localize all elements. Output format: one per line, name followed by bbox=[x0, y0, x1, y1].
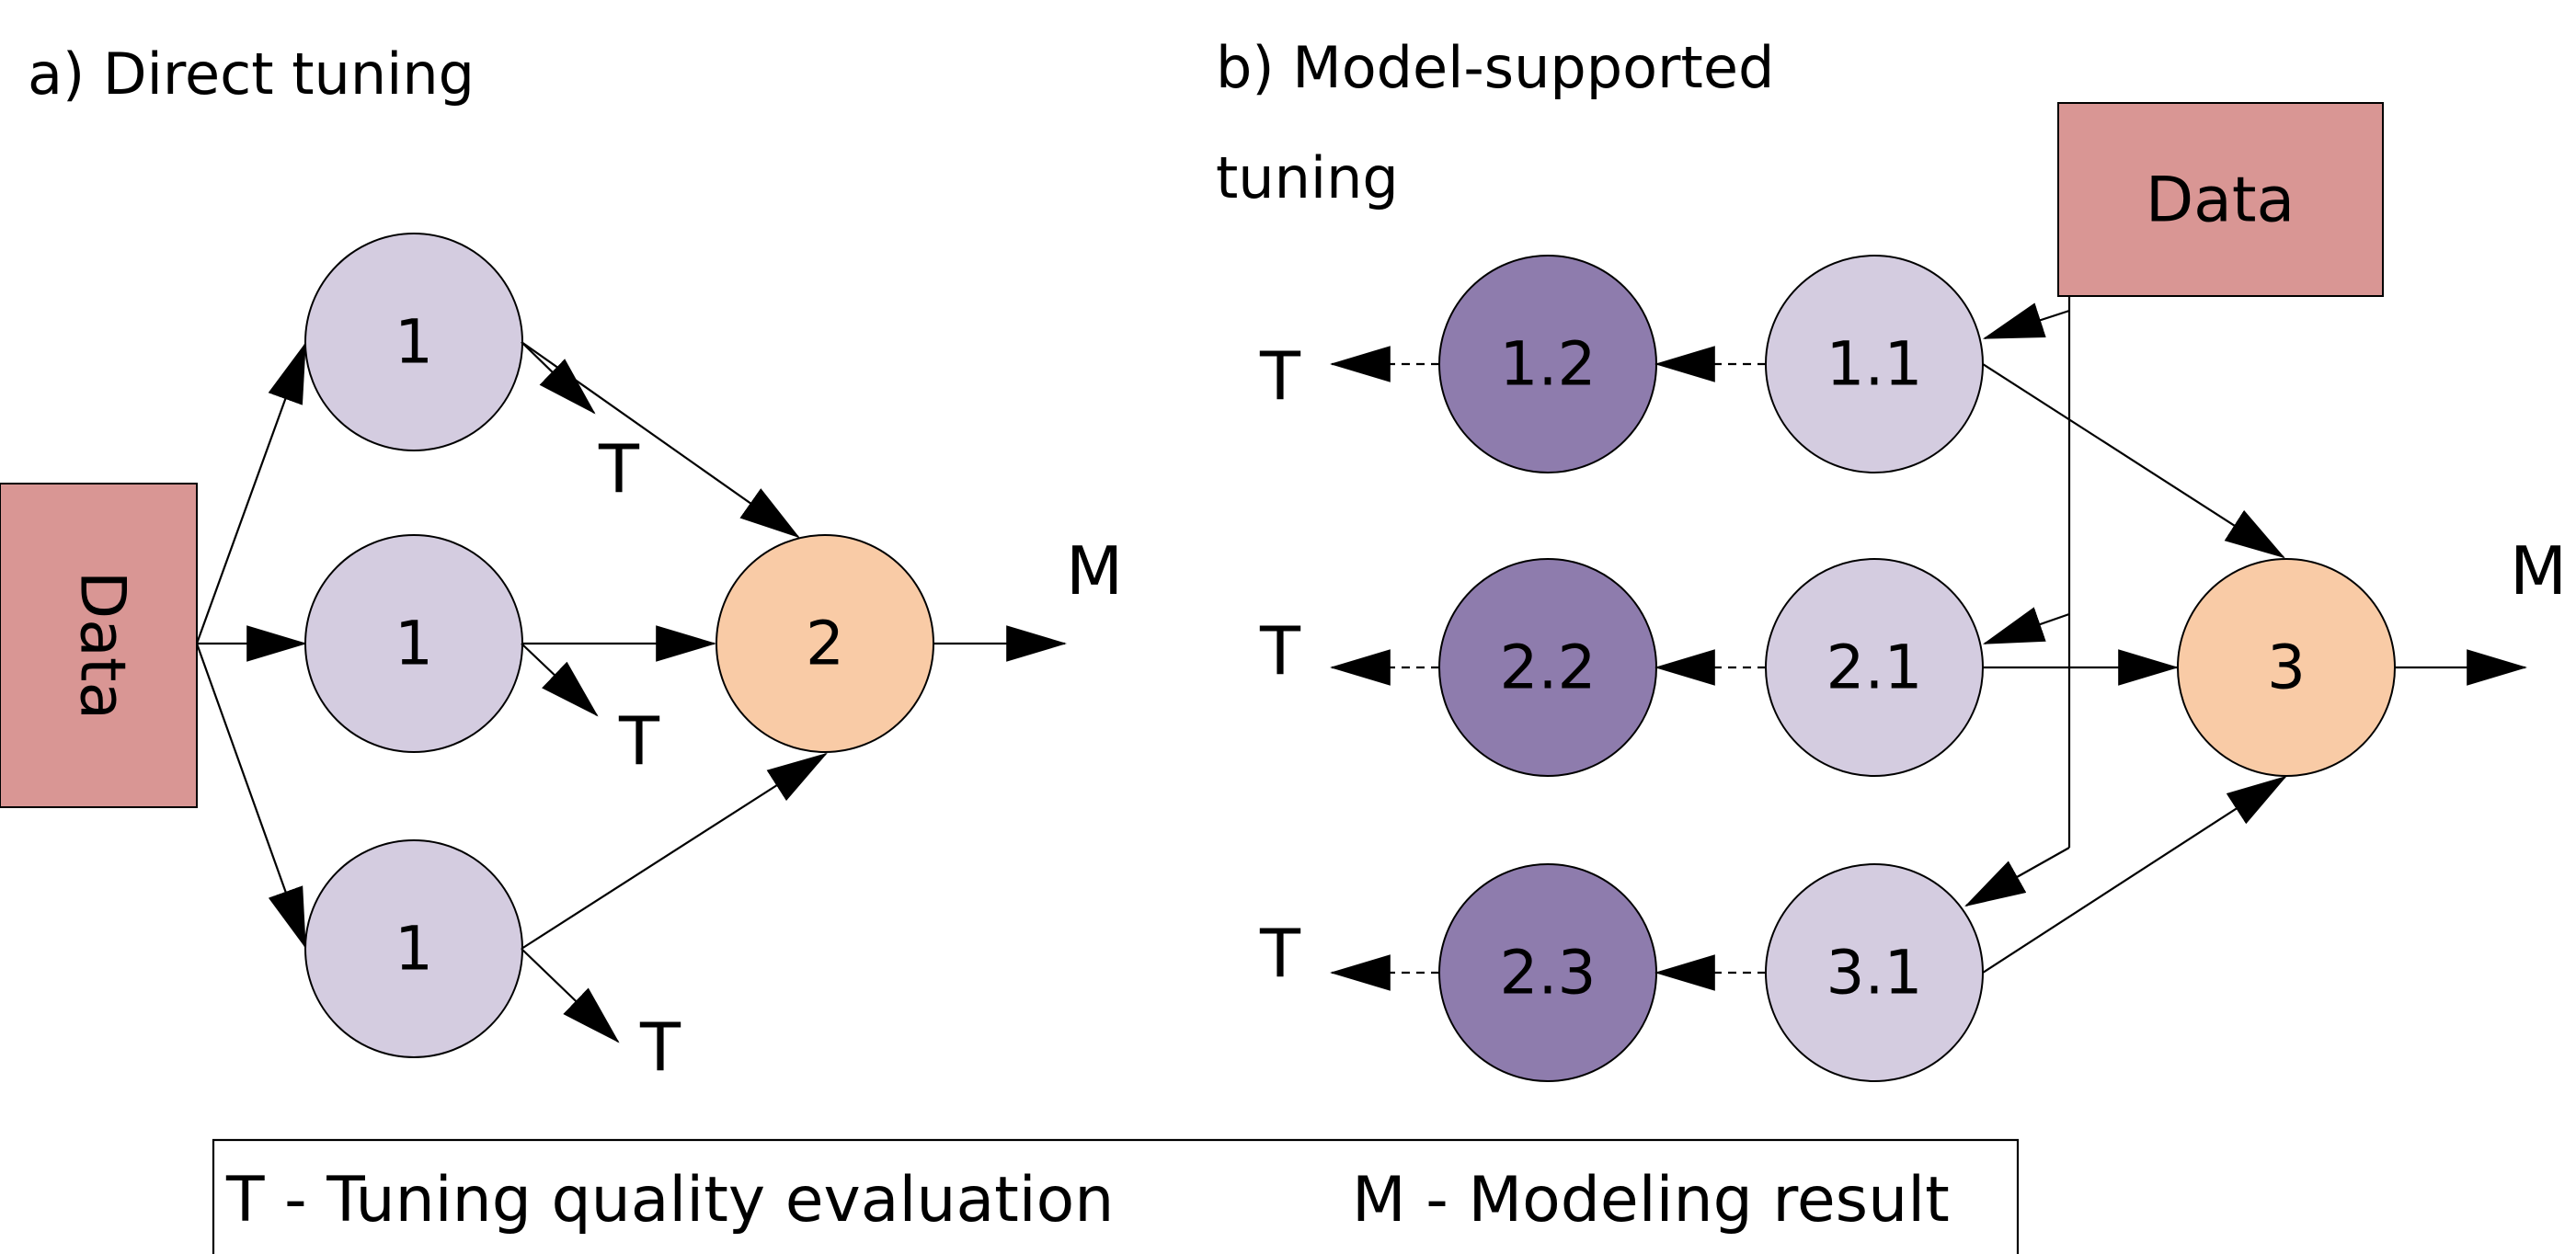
edge-data-to-node-11 bbox=[1982, 302, 2070, 340]
edge-node-31-to-3 bbox=[1982, 775, 2287, 974]
node-a-1-bot-label: 1 bbox=[395, 914, 433, 985]
node-b-2-3-label: 2.3 bbox=[1500, 938, 1597, 1009]
node-a-2-label: 2 bbox=[806, 609, 844, 679]
node-a-1-mid-label: 1 bbox=[395, 609, 433, 679]
m-label-a: M bbox=[1066, 532, 1123, 610]
t-label-b-2: T bbox=[1259, 612, 1301, 690]
panel-b-title-line2: tuning bbox=[1216, 144, 1399, 211]
node-b-1-2-label: 1.2 bbox=[1500, 329, 1597, 400]
legend-t-text: T - Tuning quality evaluation bbox=[225, 1164, 1114, 1237]
edge-node-11-to-3 bbox=[1982, 363, 2285, 559]
data-box-b-label: Data bbox=[2146, 165, 2295, 237]
t-label-a-mid: T bbox=[618, 702, 660, 780]
t-label-b-1: T bbox=[1259, 337, 1301, 415]
t-label-a-bot: T bbox=[639, 1009, 681, 1086]
edge-node-top-to-2 bbox=[521, 341, 800, 539]
edge-node-mid-to-t bbox=[521, 643, 599, 717]
node-b-1-1-label: 1.1 bbox=[1826, 329, 1923, 400]
data-box-label: Data bbox=[65, 571, 138, 720]
edge-data-to-node-bot bbox=[195, 643, 307, 950]
legend: T - Tuning quality evaluation M - Modeli… bbox=[212, 1138, 2020, 1254]
panel-a: Data 1 1 1 2 T T T M bbox=[0, 233, 1123, 1086]
legend-box bbox=[212, 1138, 2020, 1254]
t-label-a-top: T bbox=[598, 430, 640, 507]
node-b-2-1-label: 2.1 bbox=[1826, 633, 1923, 703]
edge-data-to-node-21 bbox=[1982, 607, 2070, 645]
t-label-b-3: T bbox=[1259, 915, 1301, 992]
edge-data-to-node-31 bbox=[1964, 847, 2070, 907]
edge-node-top-to-t bbox=[521, 341, 596, 415]
data-box-b bbox=[2057, 102, 2384, 297]
edge-data-to-node-top bbox=[195, 341, 307, 644]
legend-m-text: M - Modeling result bbox=[1352, 1164, 1950, 1237]
edge-node-bot-to-2 bbox=[521, 752, 828, 950]
panel-b: Data 1.1 2.1 3.1 1.2 2.2 2.3 3 T T bbox=[1259, 102, 2567, 1082]
panel-b-title-line1: b) Model-supported bbox=[1216, 34, 1774, 101]
node-a-1-top-label: 1 bbox=[395, 307, 433, 378]
edge-node-bot-to-t bbox=[521, 948, 620, 1043]
panel-a-title: a) Direct tuning bbox=[28, 40, 475, 108]
node-b-3-1-label: 3.1 bbox=[1826, 938, 1923, 1009]
node-b-2-2-label: 2.2 bbox=[1500, 633, 1597, 703]
m-label-b: M bbox=[2510, 532, 2567, 610]
data-box bbox=[0, 483, 198, 808]
node-b-3-label: 3 bbox=[2267, 633, 2306, 703]
